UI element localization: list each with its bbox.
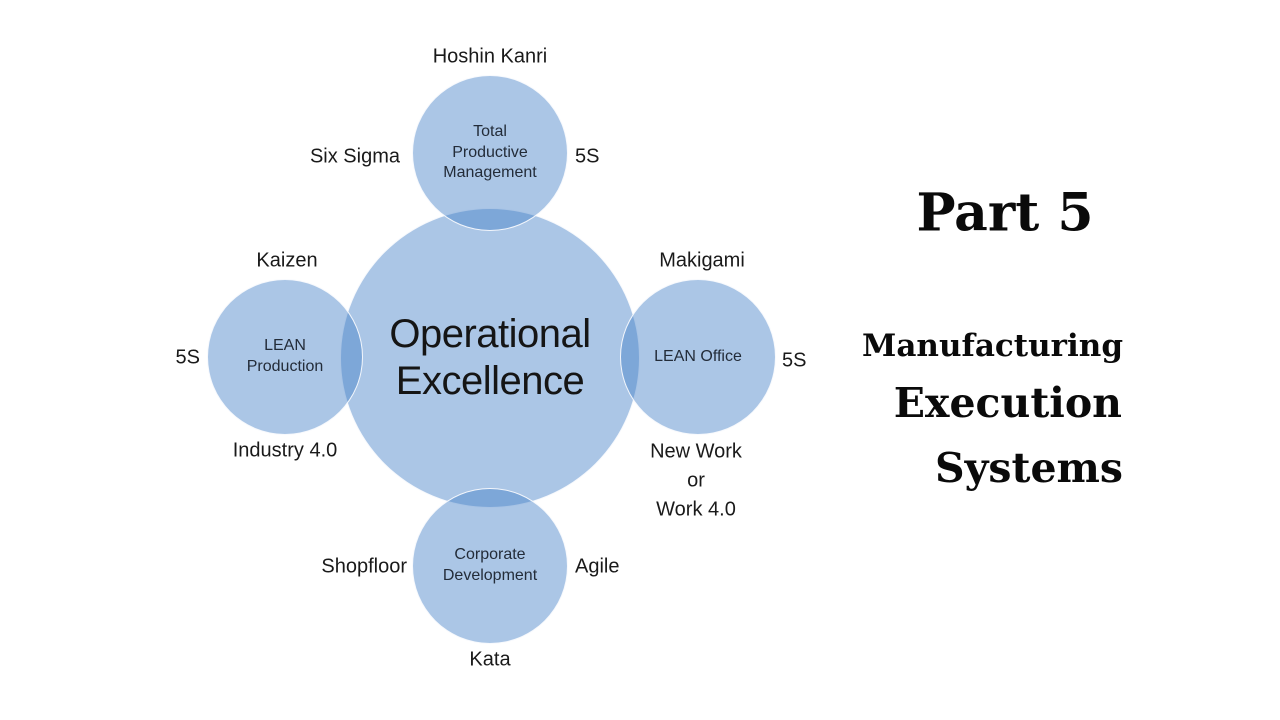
part-number-title: Part 5 bbox=[916, 182, 1094, 244]
satellite-bottom-label: Corporate Development bbox=[442, 546, 538, 584]
label-kaizen: Kaizen bbox=[256, 249, 318, 272]
satellite-circle-top: Total Productive Management bbox=[412, 75, 568, 231]
center-circle: Operational Excellence bbox=[340, 208, 640, 508]
satellite-right-label: LEAN Office bbox=[654, 347, 742, 365]
satellite-circle-right: LEAN Office bbox=[620, 279, 776, 435]
title-line-execution: Execution bbox=[893, 379, 1122, 427]
label-5s-right: 5S bbox=[782, 349, 807, 372]
label-industry-4-0: Industry 4.0 bbox=[232, 439, 338, 462]
satellite-circle-left: LEAN Production bbox=[207, 279, 363, 435]
label-agile: Agile bbox=[575, 555, 620, 578]
title-line-systems: Systems bbox=[934, 444, 1123, 492]
title-line-manufacturing: Manufacturing bbox=[862, 328, 1123, 364]
label-kata: Kata bbox=[469, 648, 511, 671]
label-5s-left: 5S bbox=[175, 346, 200, 369]
label-5s-top: 5S bbox=[575, 145, 600, 168]
label-shopfloor: Shopfloor bbox=[321, 555, 407, 578]
satellite-circle-bottom: Corporate Development bbox=[412, 488, 568, 644]
label-hoshin-kanri: Hoshin Kanri bbox=[432, 45, 548, 68]
center-circle-label: Operational Excellence bbox=[389, 311, 591, 403]
satellite-top-label: Total Productive Management bbox=[443, 122, 537, 182]
label-six-sigma: Six Sigma bbox=[309, 145, 400, 168]
label-new-work: New Work or Work 4.0 bbox=[650, 440, 742, 521]
satellite-left-label: LEAN Production bbox=[246, 337, 324, 375]
label-makigami: Makigami bbox=[659, 249, 745, 272]
